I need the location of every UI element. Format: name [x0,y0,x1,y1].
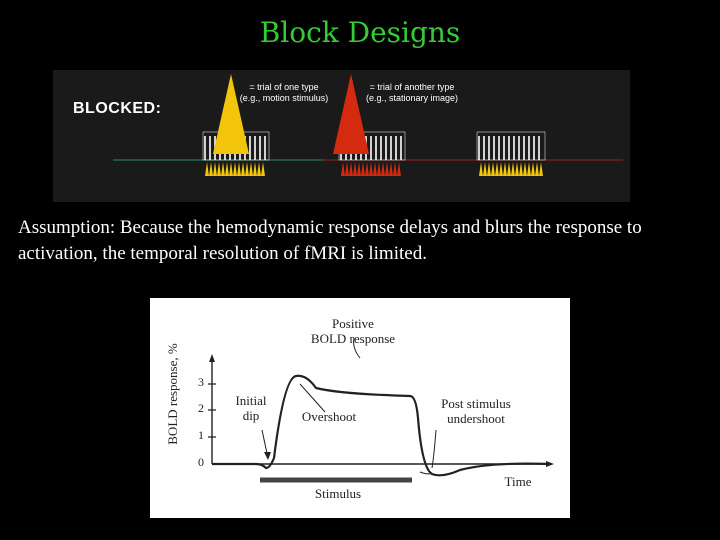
y-tick-2: 2 [198,401,204,415]
post-stimulus-undershoot-label: Post stimulus undershoot [441,396,511,426]
blocked-design-panel: BLOCKED: = trial of one type (e.g., moti… [53,70,630,202]
legend-note-type-two: = trial of another type (e.g., stationar… [365,82,459,103]
blocked-design-graphic [113,74,623,176]
legend-note-type-one: = trial of one type (e.g., motion stimul… [239,82,329,103]
y-axis-label: BOLD response, % [165,343,180,445]
block-three [476,131,546,176]
overshoot-label: Overshoot [301,409,357,424]
positive-pointer [353,337,361,359]
yellow-trial-triangle [213,74,249,154]
positive-bold-label: Positive BOLD response [310,316,396,346]
overshoot-pointer [299,383,326,413]
bold-response-graphic [208,337,554,483]
stimulus-label: Stimulus [314,486,362,501]
initial-dip-label: Initial dip [235,393,267,423]
bold-response-figure: BOLD response, % 3 2 1 0 Positive BOLD r… [150,298,570,518]
y-tick-3: 3 [198,375,204,389]
y-ticks [208,383,216,438]
time-axis-label: Time [504,474,532,489]
y-tick-0: 0 [198,455,204,469]
red-trial-triangle [333,74,369,154]
undershoot-pointer [431,429,437,469]
bold-curve [212,374,551,477]
assumption-text: Assumption: Because the hemodynamic resp… [18,217,642,264]
y-tick-1: 1 [198,428,204,442]
blocked-label: BLOCKED: [73,100,162,117]
slide-title: Block Designs [259,16,461,49]
